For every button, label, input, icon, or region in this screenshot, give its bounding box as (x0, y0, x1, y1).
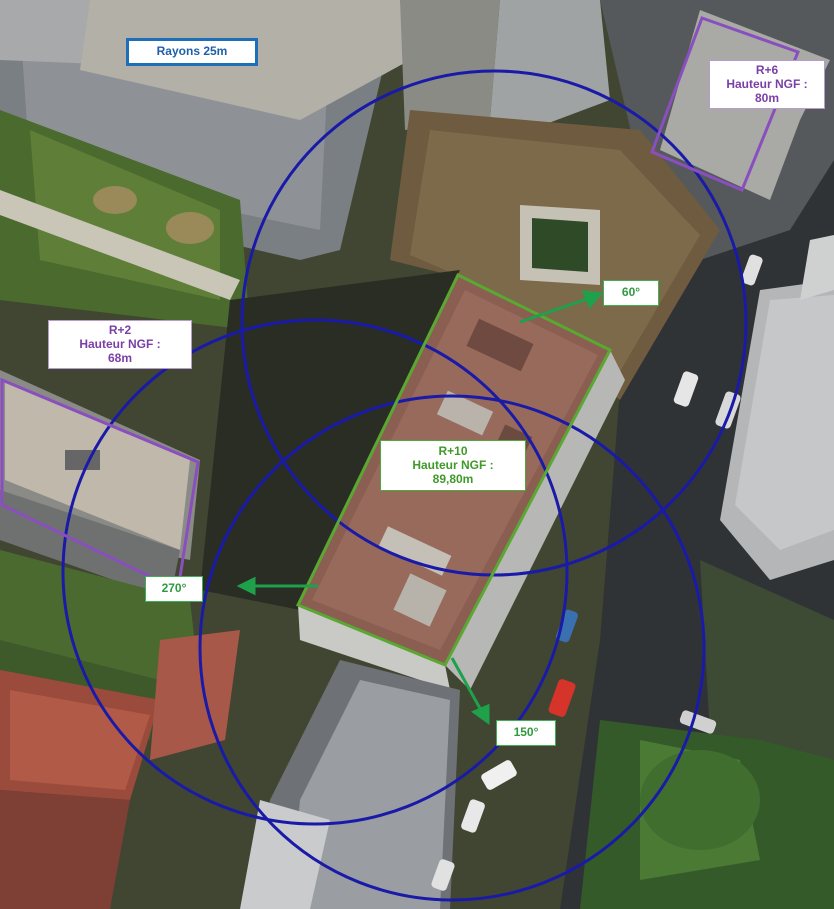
building-level: R+10 (438, 444, 468, 458)
building-height-value: 80m (754, 90, 780, 105)
direction-arrows (236, 290, 603, 725)
building-height-label: Hauteur NGF : (412, 457, 494, 472)
direction-value: 270° (161, 581, 187, 595)
building-label-center: R+10 Hauteur NGF : 89,80m (380, 440, 526, 492)
radius-legend-text: Rayons 25m (156, 44, 228, 58)
direction-label-west: 270° (145, 576, 203, 602)
outline-north-east-building (650, 16, 800, 192)
direction-label-south: 150° (496, 720, 556, 746)
building-height-value: 68m (107, 350, 133, 365)
radius-circle-south (198, 394, 706, 902)
direction-value: 60° (621, 285, 641, 299)
building-level: R+6 (755, 63, 779, 77)
building-height-value: 89,80m (432, 471, 474, 486)
direction-label-north-east: 60° (603, 280, 659, 306)
radius-circle-west (61, 318, 569, 826)
radius-circles (61, 69, 748, 902)
direction-value: 150° (513, 725, 539, 739)
outline-center-building (295, 272, 613, 667)
radius-legend: Rayons 25m (126, 38, 258, 66)
building-label-west: R+2 Hauteur NGF : 68m (48, 320, 192, 370)
building-height-label: Hauteur NGF : (79, 336, 161, 351)
building-label-north-east: R+6 Hauteur NGF : 80m (709, 60, 825, 110)
building-level: R+2 (108, 323, 132, 337)
building-height-label: Hauteur NGF : (726, 76, 808, 91)
radius-circle-north (240, 69, 748, 577)
